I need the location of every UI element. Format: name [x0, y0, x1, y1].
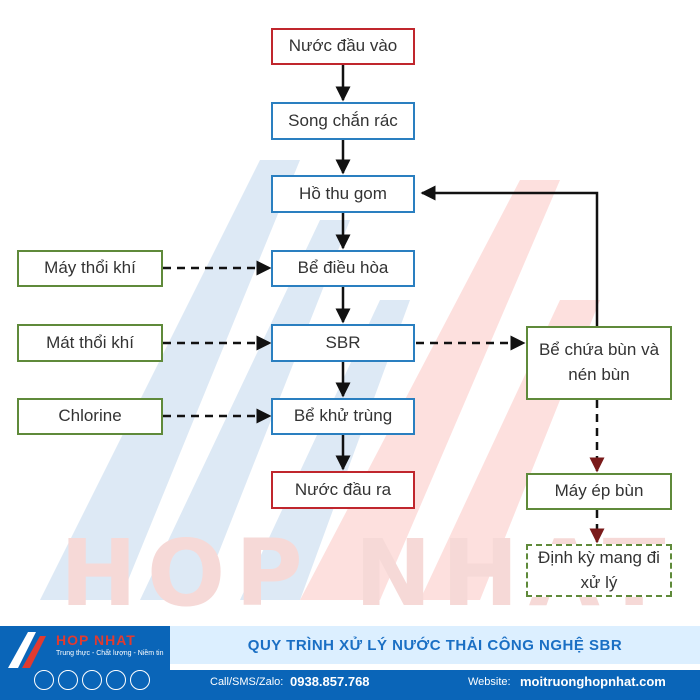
node-sludge-thickening-tank: Bể chứa bùn và nén bùn [526, 326, 672, 400]
watermark-stripe-3 [240, 300, 410, 600]
node-chlorine: Chlorine [17, 398, 163, 435]
logo-tagline: Trung thực - Chất lượng - Niềm tin [56, 650, 164, 657]
service-icon-1 [34, 670, 54, 690]
node-outflow-water: Nước đầu ra [271, 471, 415, 509]
logo-name: HOP NHAT [56, 632, 136, 648]
service-icon-3 [82, 670, 102, 690]
logo-mark-icon [8, 632, 46, 668]
watermark-stripe-2 [140, 220, 350, 600]
footer-title-strip [170, 626, 700, 664]
service-icon-2 [58, 670, 78, 690]
node-sludge-press: Máy ép bùn [526, 473, 672, 510]
node-air-blower-2: Mát thổi khí [17, 324, 163, 362]
node-disinfection-tank: Bể khử trùng [271, 398, 415, 435]
service-icon-4 [106, 670, 126, 690]
watermark-stripe-1 [40, 160, 300, 600]
node-bar-screen: Song chắn rác [271, 102, 415, 140]
footer-title: QUY TRÌNH XỬ LÝ NƯỚC THẢI CÔNG NGHỆ SBR [247, 636, 623, 654]
company-logo: HOP NHAT Trung thực - Chất lượng - Niềm … [0, 626, 170, 700]
footer-banner: QUY TRÌNH XỬ LÝ NƯỚC THẢI CÔNG NGHỆ SBR … [0, 626, 700, 700]
node-inflow-water: Nước đầu vào [271, 28, 415, 65]
node-periodic-disposal: Định kỳ mang đi xử lý [526, 544, 672, 597]
phone-number[interactable]: 0938.857.768 [290, 674, 370, 689]
footer-contact-strip [170, 670, 700, 700]
arrow-s1-n3 [420, 185, 599, 326]
call-label: Call/SMS/Zalo: [210, 676, 284, 688]
node-collection-pond: Hồ thu gom [271, 175, 415, 213]
node-air-blower: Máy thổi khí [17, 250, 163, 287]
node-equalization-tank: Bể điều hòa [271, 250, 415, 287]
website-label: Website: [468, 676, 511, 688]
website-link[interactable]: moitruonghopnhat.com [520, 674, 666, 689]
node-sbr-tank: SBR [271, 324, 415, 362]
service-icon-5 [130, 670, 150, 690]
